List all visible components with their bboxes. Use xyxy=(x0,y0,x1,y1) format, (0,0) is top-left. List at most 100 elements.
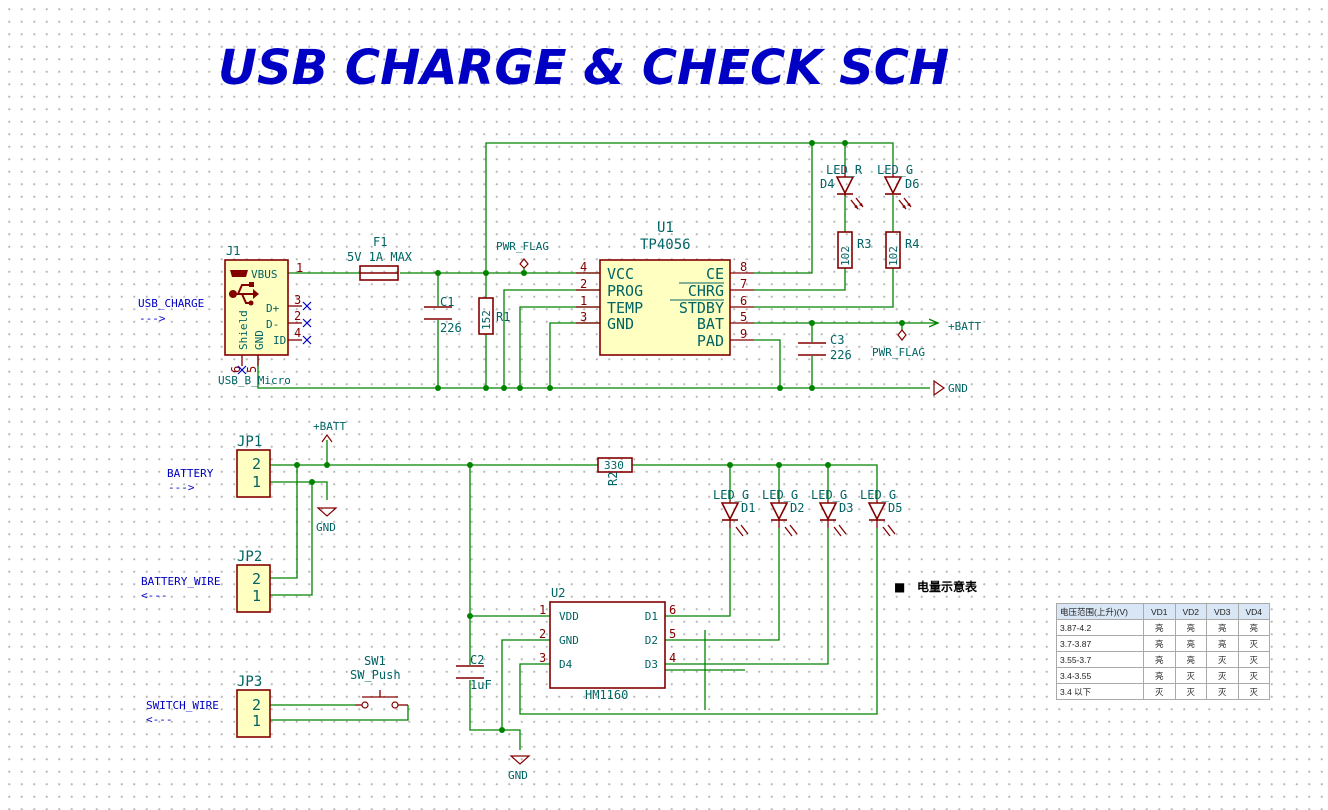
svg-text:226: 226 xyxy=(830,348,852,362)
svg-text:D5: D5 xyxy=(888,501,902,515)
light-emission-icon xyxy=(784,524,798,537)
svg-text:U1: U1 xyxy=(657,220,674,236)
svg-text:2: 2 xyxy=(294,309,301,323)
svg-text:ID: ID xyxy=(273,334,286,347)
svg-text:Shield: Shield xyxy=(237,310,250,350)
jp3-connector: JP3 2 1 xyxy=(236,674,271,738)
svg-text:U2: U2 xyxy=(551,586,565,600)
svg-text:LED_G: LED_G xyxy=(811,488,847,502)
note-battery-indicator-table: 电量示意表 xyxy=(917,579,978,594)
svg-text:LED_G: LED_G xyxy=(860,488,896,502)
svg-text:2: 2 xyxy=(252,696,261,714)
svg-text:5V 1A MAX: 5V 1A MAX xyxy=(347,250,413,264)
svg-text:1: 1 xyxy=(580,294,587,308)
svg-text:GND: GND xyxy=(508,769,528,782)
svg-text:GND: GND xyxy=(253,330,266,350)
svg-text:VDD: VDD xyxy=(559,610,579,623)
pwr-flag-bat: PWR_FLAG xyxy=(872,329,925,359)
svg-text:PWR_FLAG: PWR_FLAG xyxy=(872,346,925,359)
bottom-wires xyxy=(270,440,878,750)
usb-icon xyxy=(229,270,259,306)
svg-text:BAT: BAT xyxy=(697,315,724,333)
no-connect-markers xyxy=(237,301,312,375)
svg-text:4: 4 xyxy=(294,326,301,340)
svg-text:VCC: VCC xyxy=(607,265,634,283)
svg-text:GND: GND xyxy=(948,382,968,395)
svg-text:JP1: JP1 xyxy=(237,434,262,450)
table-header: VD1 xyxy=(1143,603,1176,620)
svg-text:102: 102 xyxy=(839,246,852,266)
d3-led-green: LED_G D3 xyxy=(811,488,853,537)
net-label-battery: BATTERY xyxy=(167,467,214,480)
note-bullet: ■ xyxy=(894,580,905,594)
svg-text:GND: GND xyxy=(316,521,336,534)
svg-text:2: 2 xyxy=(252,570,261,588)
svg-text:330: 330 xyxy=(604,459,624,472)
svg-text:6: 6 xyxy=(669,603,676,617)
gnd-symbol-u2: GND xyxy=(508,755,531,782)
svg-text:2: 2 xyxy=(580,277,587,291)
bottom-junctions xyxy=(294,462,831,733)
table-row: 3.55-3.7 亮 亮 灭 灭 xyxy=(1056,651,1270,668)
svg-text:6: 6 xyxy=(740,294,747,308)
svg-text:D4: D4 xyxy=(559,658,573,671)
r3-resistor: 102 R3 xyxy=(837,231,871,269)
table-header-row: 电压范围(上升)(V) VD1 VD2 VD3 VD4 xyxy=(1056,603,1270,620)
svg-text:SW1: SW1 xyxy=(364,654,386,668)
svg-text:1: 1 xyxy=(252,473,261,491)
svg-text:R2: R2 xyxy=(606,472,620,486)
svg-text:8: 8 xyxy=(740,260,747,274)
d5-led-green: LED_G D5 xyxy=(860,488,902,537)
svg-text:152: 152 xyxy=(480,310,493,330)
svg-text:STDBY: STDBY xyxy=(679,299,724,317)
u1-tp4056: U1 TP4056 VCC PROG TEMP GND 4 2 1 3 CE C… xyxy=(576,220,754,356)
svg-text:1uF: 1uF xyxy=(470,678,492,692)
svg-text:226: 226 xyxy=(440,321,462,335)
table-header: 电压范围(上升)(V) xyxy=(1056,603,1144,620)
svg-text:TEMP: TEMP xyxy=(607,299,643,317)
svg-text:D1: D1 xyxy=(741,501,755,515)
svg-text:102: 102 xyxy=(887,246,900,266)
gnd-symbol-jp1: GND xyxy=(316,507,338,534)
svg-text:R1: R1 xyxy=(496,310,510,324)
svg-text:D2: D2 xyxy=(645,634,658,647)
svg-text:R4: R4 xyxy=(905,237,919,251)
svg-text:R3: R3 xyxy=(857,237,871,251)
svg-text:4: 4 xyxy=(580,260,587,274)
page-title: USB CHARGE & CHECK SCH xyxy=(218,40,949,96)
u2-hm1160: U2 HM1160 VDD GND D4 1 2 3 D1 D2 D3 6 5 … xyxy=(539,586,676,702)
svg-text:1: 1 xyxy=(539,603,546,617)
svg-text:USB_B_Micro: USB_B_Micro xyxy=(218,374,291,387)
svg-text:C1: C1 xyxy=(440,295,454,309)
d6-led-green: LED_G D6 xyxy=(877,163,919,210)
svg-text:C2: C2 xyxy=(470,653,484,667)
net-label-switch-wire: SWITCH_WIRE xyxy=(146,699,219,712)
light-emission-icon xyxy=(735,524,749,537)
svg-text:4: 4 xyxy=(669,651,676,665)
r4-resistor: 102 R4 xyxy=(885,231,919,269)
svg-text:D+: D+ xyxy=(266,302,280,315)
light-emission-icon xyxy=(882,524,896,537)
svg-text:D1: D1 xyxy=(645,610,658,623)
svg-text:D3: D3 xyxy=(645,658,658,671)
table-row: 3.87-4.2 亮 亮 亮 亮 xyxy=(1056,619,1270,636)
c1-capacitor: C1 226 xyxy=(424,295,462,335)
light-emission-icon xyxy=(850,197,864,210)
table-row: 3.4-3.55 亮 灭 灭 灭 xyxy=(1056,667,1270,684)
top-wires xyxy=(257,142,938,389)
svg-text:D-: D- xyxy=(266,318,279,331)
r1-resistor: 152 R1 xyxy=(478,297,510,335)
svg-text:7: 7 xyxy=(740,277,747,291)
svg-text:PROG: PROG xyxy=(607,282,643,300)
svg-text:9: 9 xyxy=(740,327,747,341)
net-label-batt-top: +BATT xyxy=(948,320,981,333)
arrow-in-usb: ---> xyxy=(139,312,166,325)
table-row: 3.4 以下 灭 灭 灭 灭 xyxy=(1056,683,1270,700)
svg-text:LED_R: LED_R xyxy=(826,163,863,177)
net-label-usb-charge: USB_CHARGE xyxy=(138,297,204,310)
batt-power-symbol: +BATT xyxy=(313,420,346,443)
svg-text:1: 1 xyxy=(296,261,303,275)
svg-text:D6: D6 xyxy=(905,177,919,191)
svg-text:5: 5 xyxy=(740,310,747,324)
